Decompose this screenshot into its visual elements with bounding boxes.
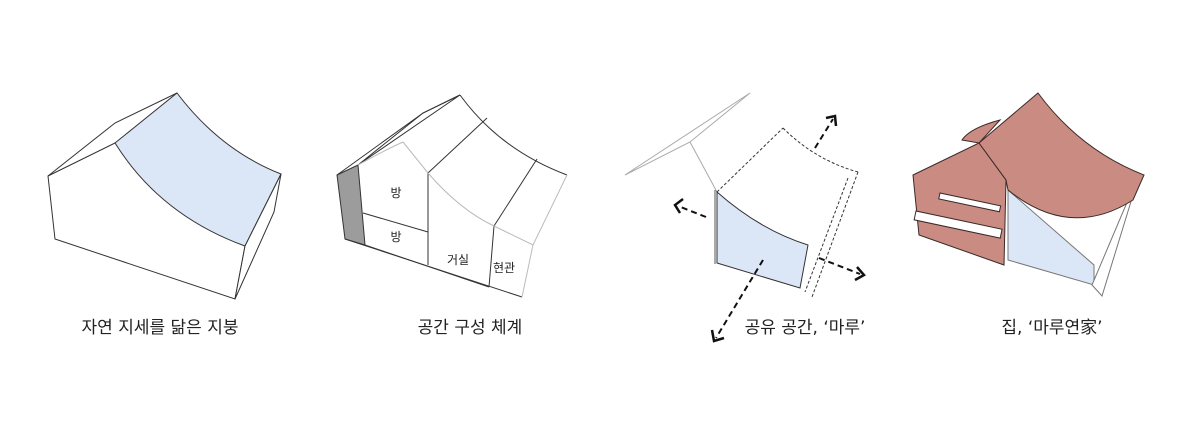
window-band bbox=[913, 210, 1003, 239]
caption-house: 집, ‘마루연家’ bbox=[1001, 318, 1103, 338]
room-label: 현관 bbox=[493, 261, 515, 275]
roof-ridge bbox=[47, 92, 178, 177]
arrowhead-icon bbox=[825, 114, 838, 127]
room-label: 방 bbox=[390, 230, 401, 244]
arrow-down-left bbox=[715, 259, 764, 339]
room-label: 방 bbox=[390, 186, 401, 200]
arrow-heads bbox=[673, 114, 866, 343]
divider bbox=[402, 141, 429, 174]
figure-roof-terrain bbox=[47, 92, 282, 300]
caption-maru: 공유 공간, ‘마루’ bbox=[744, 318, 866, 338]
maru-volume-dashed bbox=[716, 127, 859, 298]
roof-ridge bbox=[336, 94, 461, 176]
curved-roof bbox=[978, 92, 1145, 219]
divider bbox=[488, 225, 495, 288]
figure-space-layout: 방 방 거실 현관 bbox=[336, 94, 568, 298]
front-wall bbox=[357, 94, 461, 166]
hidden-curve bbox=[357, 141, 568, 246]
roof-edge bbox=[459, 94, 568, 176]
arrowhead-icon bbox=[710, 329, 725, 343]
arrow-right bbox=[818, 257, 861, 275]
figure-shared-maru bbox=[624, 92, 866, 343]
divider bbox=[493, 158, 538, 227]
gray-side-wall bbox=[336, 164, 366, 246]
house-outline bbox=[624, 92, 751, 176]
arrowhead-icon bbox=[673, 198, 684, 214]
arrowhead-icon bbox=[854, 266, 866, 282]
window-slot bbox=[938, 192, 1002, 213]
bottom-edge bbox=[364, 244, 490, 288]
expansion-arrows bbox=[677, 118, 861, 339]
right-edge bbox=[521, 244, 534, 298]
caption-space: 공간 구성 체계 bbox=[417, 318, 523, 338]
arrow-left bbox=[677, 205, 707, 218]
caption-roof: 자연 지세를 닮은 지붕 bbox=[81, 318, 239, 338]
divider bbox=[362, 212, 429, 233]
gable-edge bbox=[689, 141, 718, 193]
roof-hump bbox=[961, 119, 1002, 144]
arrow-up-right bbox=[814, 118, 834, 149]
room-label: 거실 bbox=[447, 253, 469, 267]
right-wall bbox=[234, 173, 282, 300]
figure-maru-house bbox=[912, 92, 1145, 297]
blue-maru-wall bbox=[716, 190, 809, 289]
divider bbox=[427, 117, 488, 174]
